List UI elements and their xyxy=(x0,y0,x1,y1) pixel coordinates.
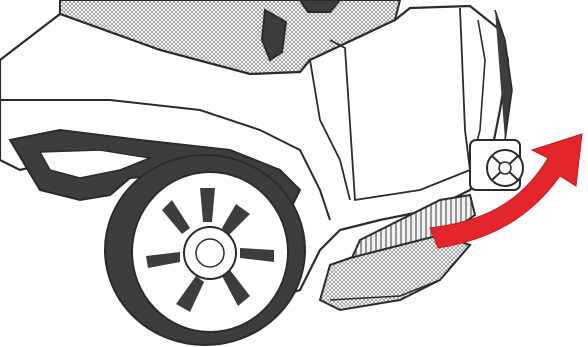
latch-knob-icon xyxy=(470,140,523,190)
wheel xyxy=(105,155,305,345)
